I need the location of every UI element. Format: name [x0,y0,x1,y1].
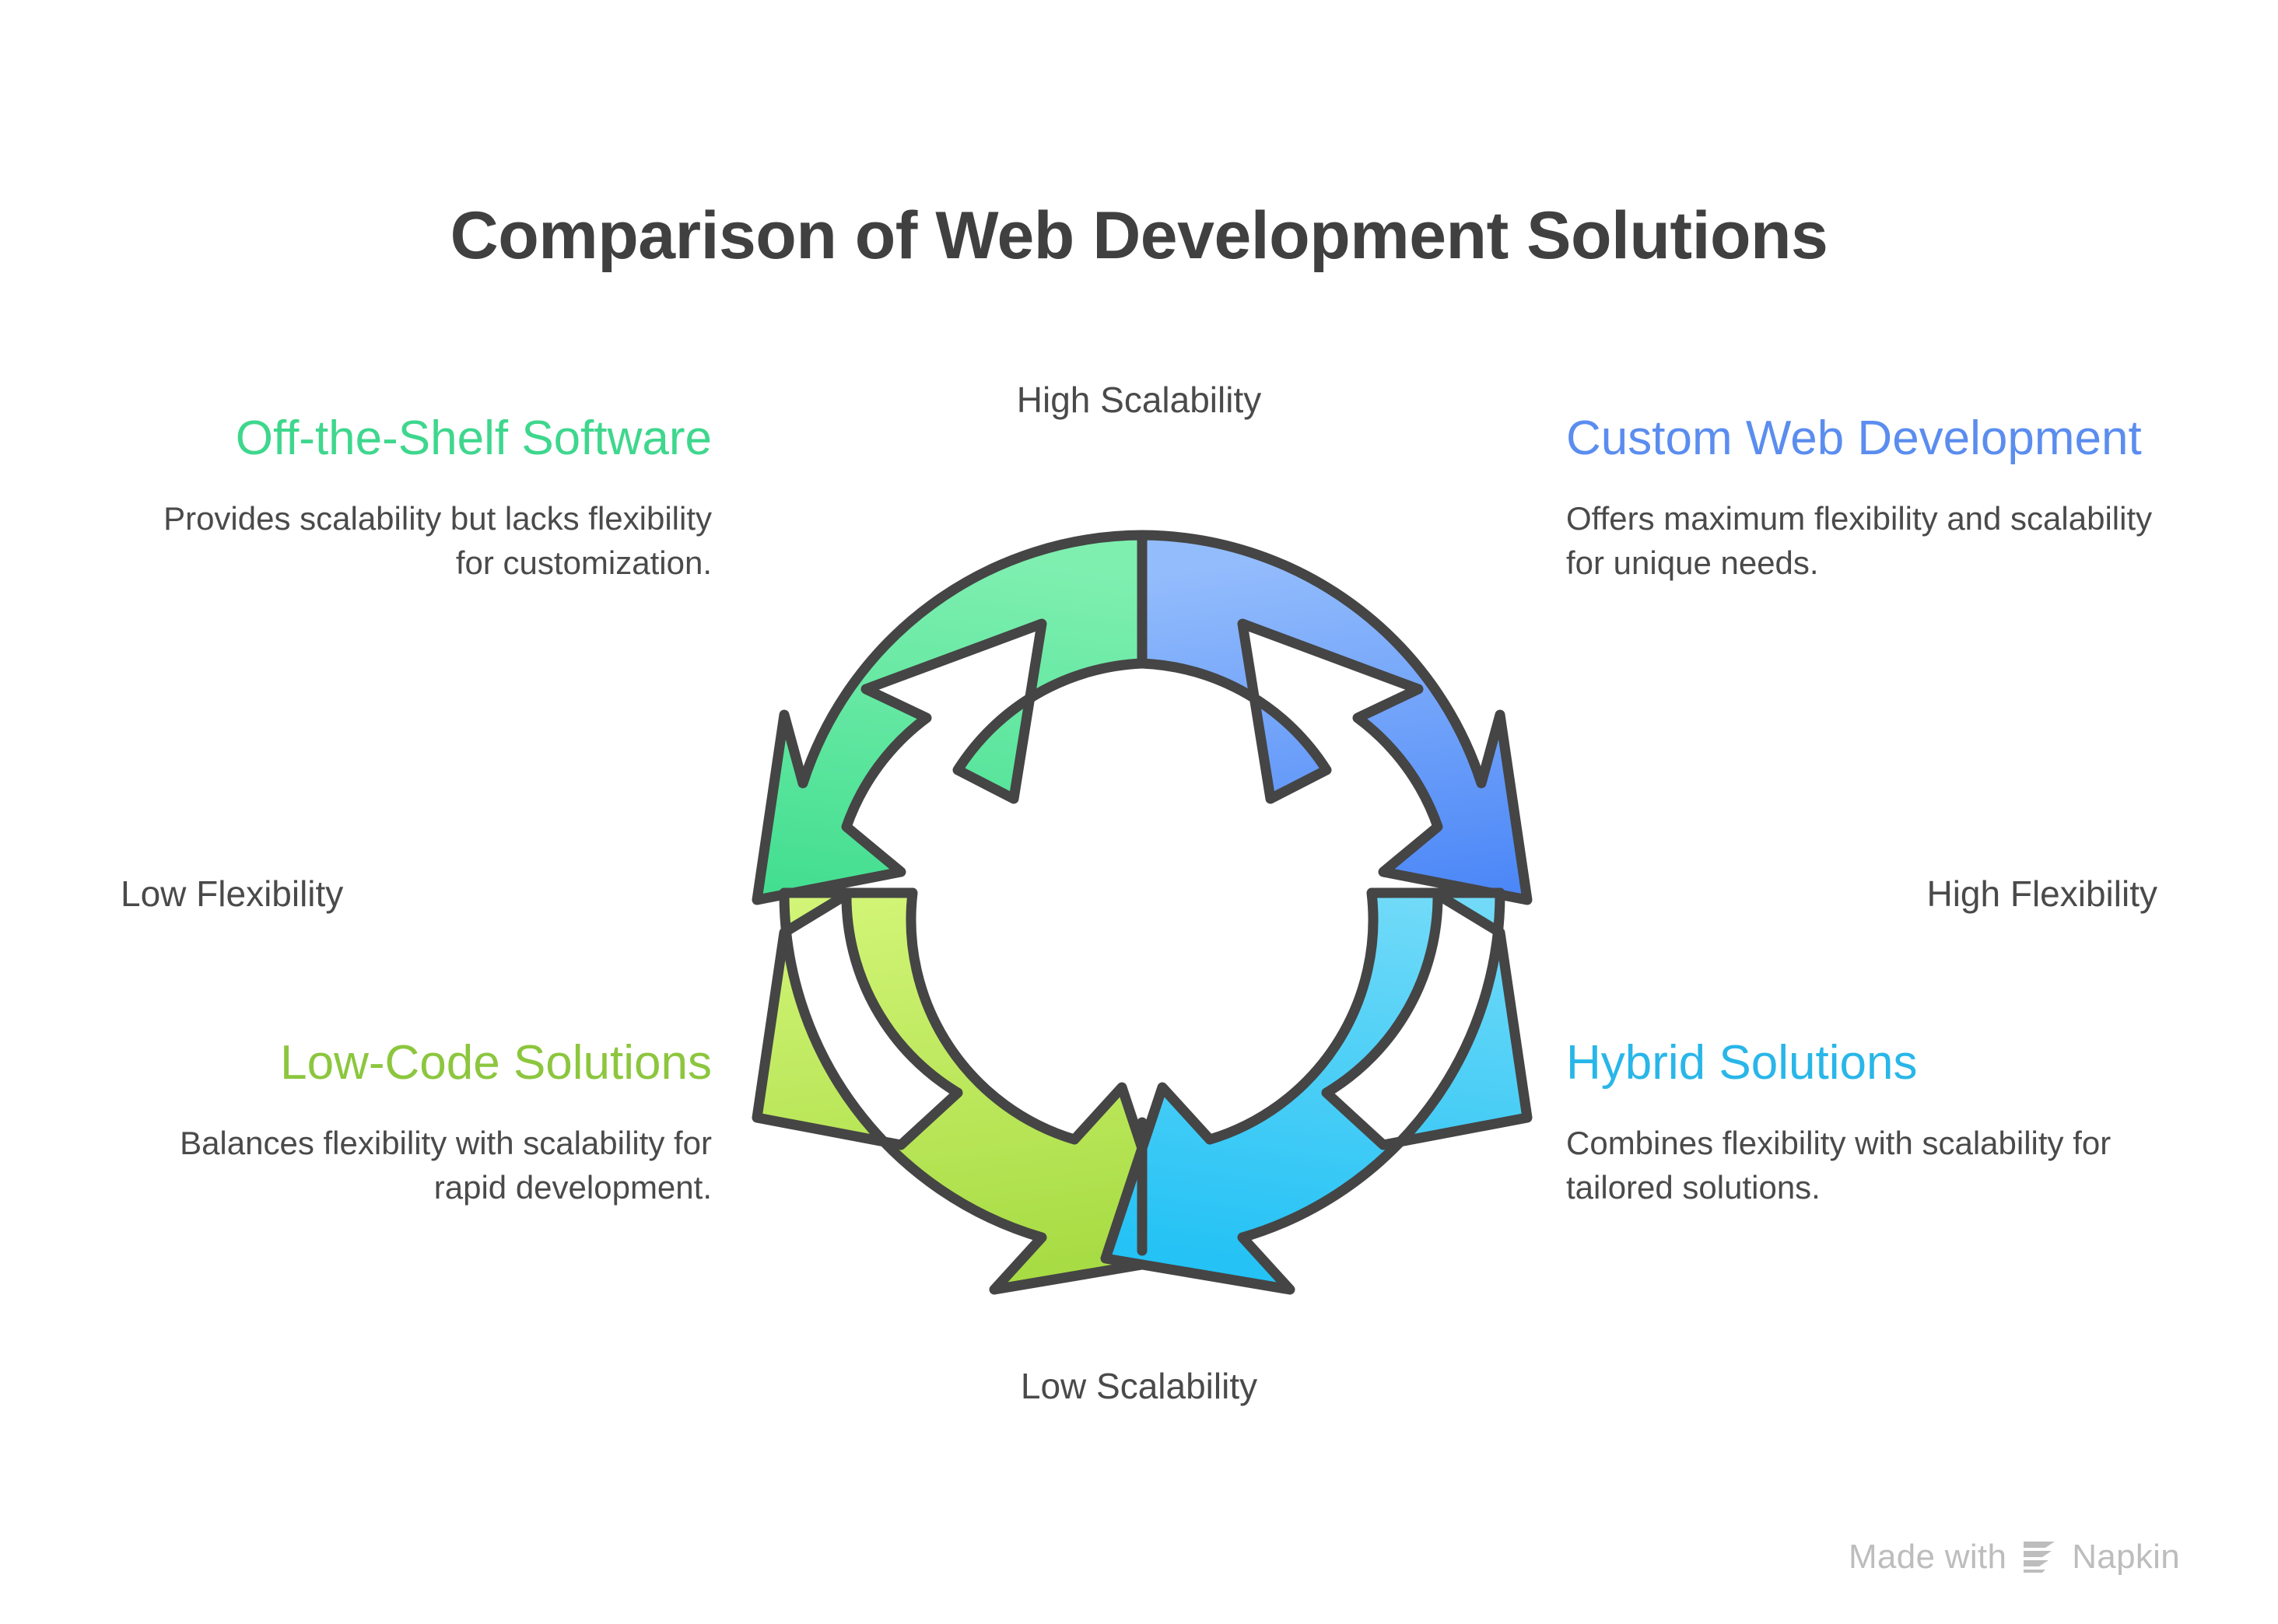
quadrant-off-the-shelf: Off-the-Shelf Software Provides scalabil… [124,410,712,585]
quadrant-title-low-code: Low-Code Solutions [280,1036,712,1090]
napkin-watermark: Made with Napkin [1849,1537,2180,1577]
axis-label-high-flexibility: High Flexibility [1926,873,2157,914]
quadrant-title-custom-web: Custom Web Development [1566,411,2142,465]
quadrant-description-off-the-shelf: Provides scalability but lacks flexibili… [163,500,712,582]
cycle-diagram [722,473,1562,1313]
quadrant-description-hybrid: Combines flexibility with scalability fo… [1566,1125,2112,1206]
axis-label-low-flexibility: Low Flexibility [121,873,344,914]
quadrant-low-code: Low-Code Solutions Balances flexibility … [124,1034,712,1209]
napkin-logo-icon [2024,1542,2055,1573]
segment-hybrid [1100,887,1533,1295]
segment-low-code [752,887,1184,1295]
quadrant-description-custom-web: Offers maximum flexibility and scalabili… [1566,500,2153,582]
segment-custom-web [1137,530,1533,905]
segment-off-the-shelf [752,530,1148,905]
watermark-napkin-label: Napkin [2072,1538,2180,1576]
axis-label-low-scalability: Low Scalability [1020,1366,1258,1406]
quadrant-hybrid: Hybrid Solutions Combines flexibility wi… [1566,1034,2154,1209]
quadrant-title-off-the-shelf: Off-the-Shelf Software [235,411,712,465]
page-title: Comparison of Web Development Solutions [450,198,1828,273]
axis-label-high-scalability: High Scalability [1016,380,1262,420]
quadrant-title-hybrid: Hybrid Solutions [1566,1036,1918,1090]
quadrant-description-low-code: Balances flexibility with scalability fo… [180,1125,712,1206]
quadrant-custom-web: Custom Web Development Offers maximum fl… [1566,410,2154,585]
watermark-made-with-label: Made with [1848,1538,2007,1576]
